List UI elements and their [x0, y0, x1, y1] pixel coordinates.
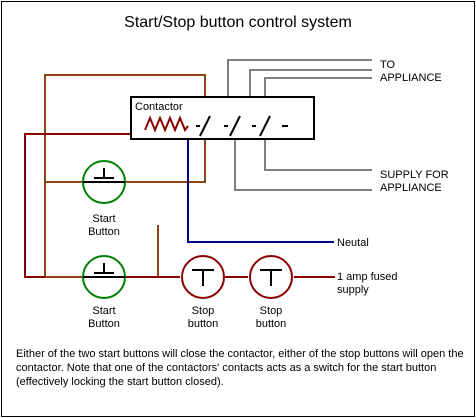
to-appliance-label-line2: APPLIANCE [380, 72, 442, 84]
start-button-2 [82, 255, 126, 299]
fused-supply-label-line2: supply [337, 284, 369, 296]
contactor-coil [144, 115, 189, 133]
start-button-2-label-line1: Start [92, 305, 115, 317]
start-button-2-label-line2: Button [88, 318, 120, 330]
start-button-1-label-line1: Start [92, 213, 115, 225]
to-appliance-label-line1: TO [380, 59, 396, 71]
neutral-wire [187, 126, 334, 243]
stop-button-2 [249, 255, 293, 299]
contactor-label: Contactor [135, 101, 183, 113]
stop-button-2-label-line1: Stop [260, 305, 283, 317]
stop-button-1-label-line1: Stop [192, 305, 215, 317]
maroon-control-wire [24, 133, 335, 278]
contactor-box [130, 96, 315, 140]
stop-button-2-label-line2: button [256, 318, 287, 330]
start-button-1-label-line2: Button [88, 226, 120, 238]
contactor-contacts [196, 115, 288, 137]
start-button-1 [82, 160, 126, 204]
caption-text: Either of the two start buttons will clo… [16, 348, 464, 388]
neutral-label: Neutal [337, 237, 369, 249]
stop-button-1-label-line2: button [188, 318, 219, 330]
stop-button-1 [181, 255, 225, 299]
diagram-title: Start/Stop button control system [124, 14, 352, 31]
supply-label-line1: SUPPLY FOR [380, 169, 449, 181]
fused-supply-label-line1: 1 amp fused [337, 271, 398, 283]
supply-label-line2: APPLIANCE [380, 182, 442, 194]
